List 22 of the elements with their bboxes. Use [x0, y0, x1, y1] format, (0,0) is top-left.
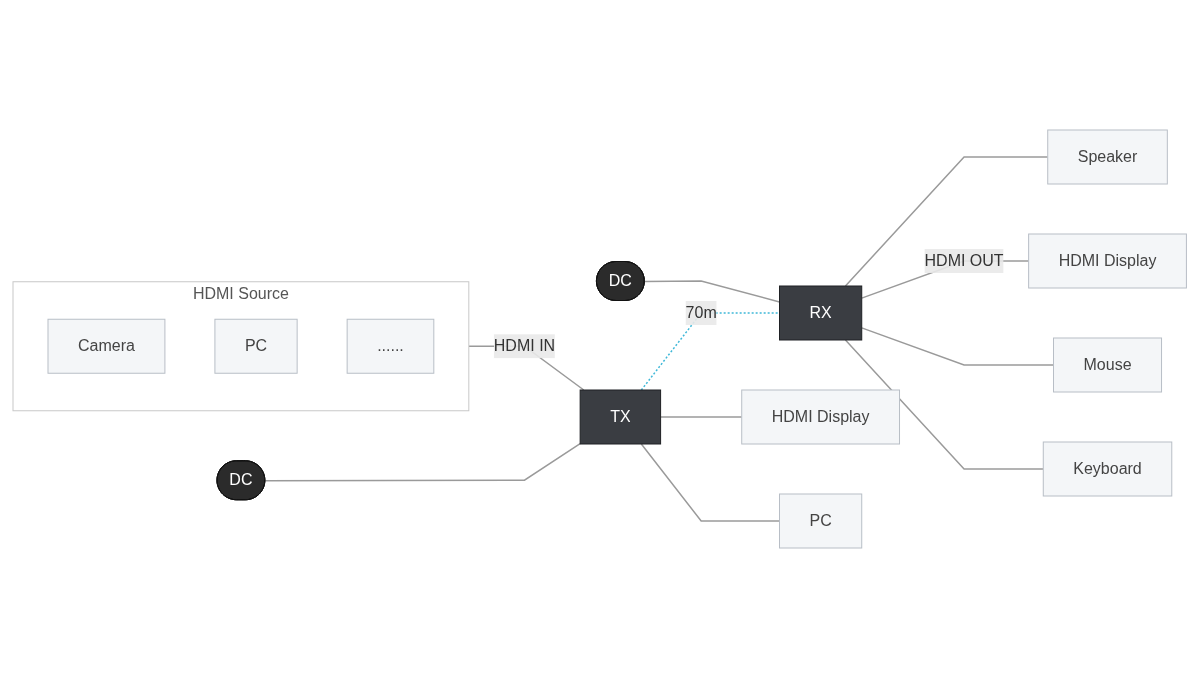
node-box: HDMI Display — [741, 389, 901, 444]
node-box: ...... — [346, 318, 435, 374]
node-box: TX — [579, 389, 662, 444]
node-box: Keyboard — [1043, 441, 1173, 496]
connector — [640, 311, 781, 391]
connector — [644, 279, 781, 303]
node-box: Camera — [47, 318, 166, 374]
connector — [264, 442, 582, 481]
connector — [640, 442, 781, 522]
node-box: HDMI Display — [1028, 233, 1188, 288]
node-box: Mouse — [1053, 337, 1163, 392]
node-box: RX — [779, 285, 863, 340]
node-box: PC — [779, 493, 863, 548]
connector — [660, 415, 743, 418]
connector — [861, 326, 1055, 366]
connector — [845, 155, 1049, 287]
connector — [845, 338, 1045, 470]
node-box: Speaker — [1047, 129, 1169, 184]
edge-label: HDMI OUT — [924, 251, 1004, 269]
edge-label: HDMI IN — [494, 336, 556, 354]
node-box: PC — [214, 318, 298, 374]
edge-label: 70m — [685, 303, 717, 321]
